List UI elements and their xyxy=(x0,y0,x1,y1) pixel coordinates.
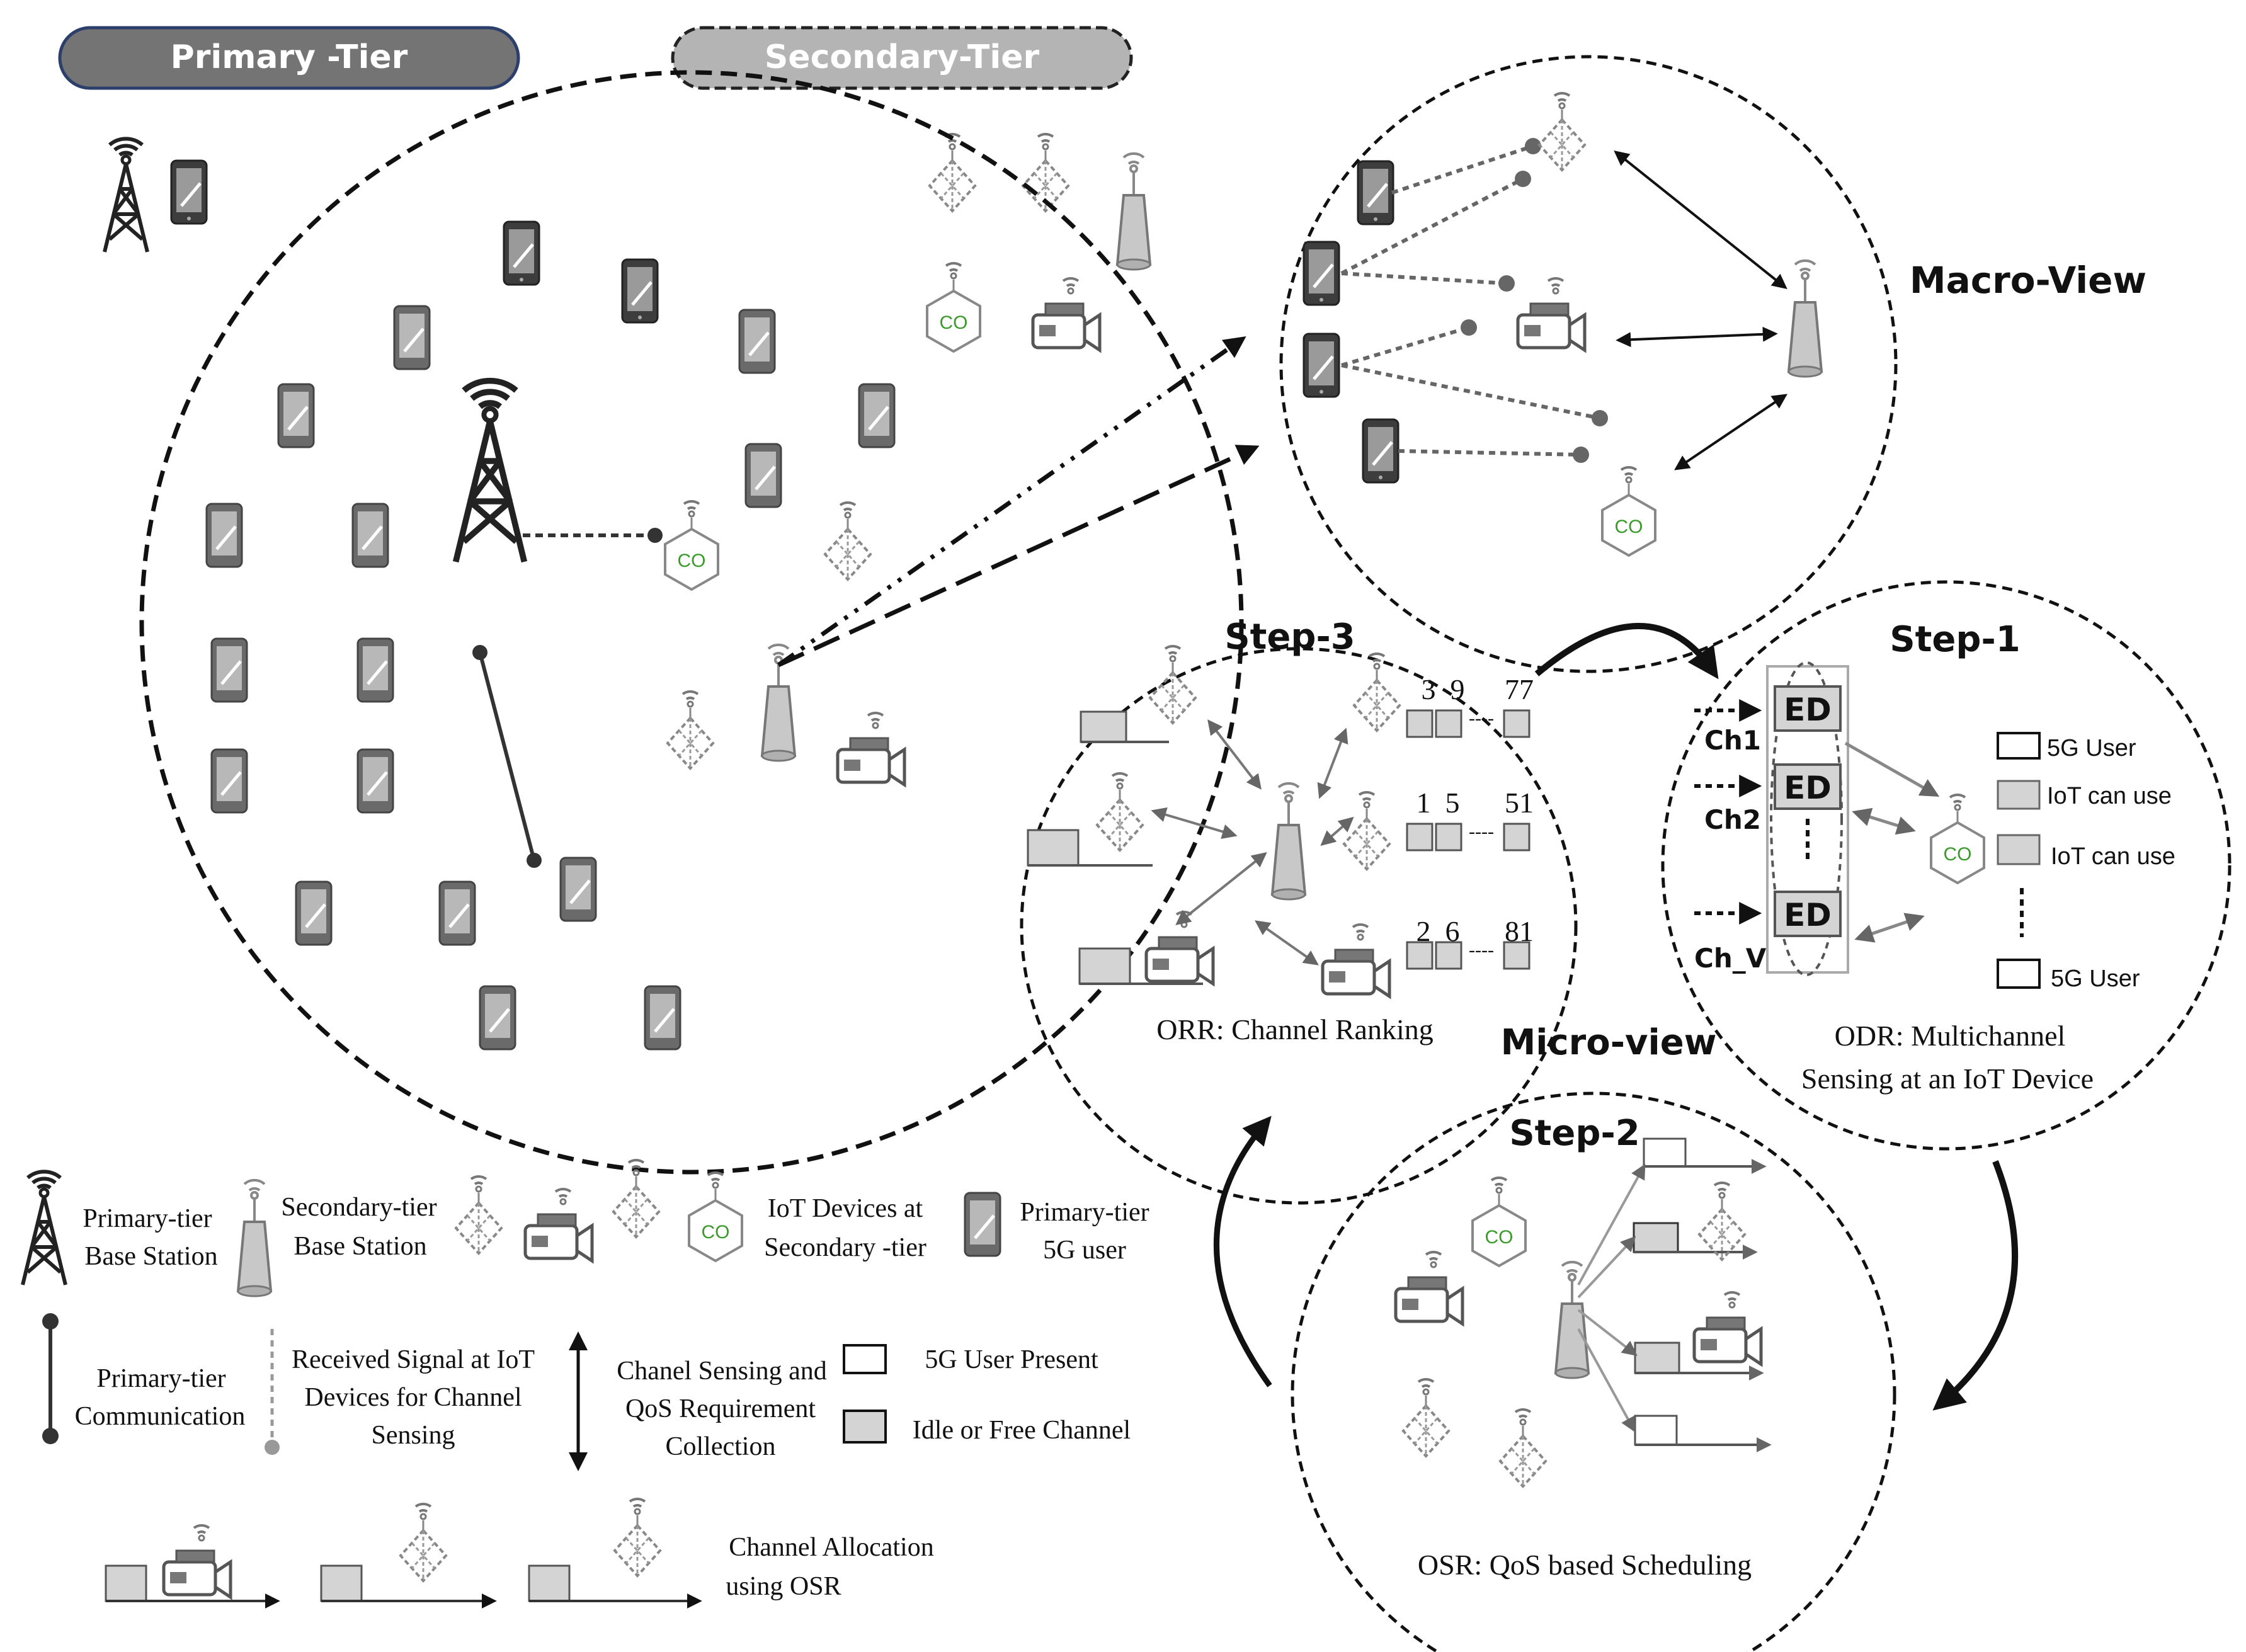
svg-text:77: 77 xyxy=(1505,673,1534,705)
co-label: CO xyxy=(678,550,706,571)
camera-iot-icon xyxy=(1518,278,1585,350)
step1-circle xyxy=(1661,580,2232,1151)
svg-text:QoS Requirement: QoS Requirement xyxy=(625,1394,816,1423)
svg-text:5G User: 5G User xyxy=(2051,966,2140,992)
diamond-iot-icon xyxy=(613,1160,659,1237)
macro-view-label: Macro-View xyxy=(1910,259,2146,302)
step2-title: Step-2 xyxy=(1509,1113,1639,1154)
svg-text:Secondary -tier: Secondary -tier xyxy=(764,1233,926,1262)
svg-text:----: ---- xyxy=(1469,940,1494,960)
hexagon-iot-icon xyxy=(927,263,980,351)
svg-text:5: 5 xyxy=(1445,787,1460,819)
svg-text:9: 9 xyxy=(1451,673,1465,705)
svg-text:3: 3 xyxy=(1422,673,1436,705)
diamond-iot-icon xyxy=(456,1176,501,1253)
step1-caption-2: Sensing at an IoT Device xyxy=(1801,1062,2094,1095)
svg-text:----: ---- xyxy=(1469,708,1494,729)
step1-legend: 5G User IoT can use IoT can use 5G User xyxy=(1997,732,2175,992)
svg-text:IoT can use: IoT can use xyxy=(2047,783,2172,809)
svg-text:81: 81 xyxy=(1505,915,1534,947)
svg-text:2: 2 xyxy=(1417,915,1431,947)
svg-text:Base Station: Base Station xyxy=(294,1232,426,1261)
tower-icon xyxy=(23,1171,66,1285)
primary-bs-tower xyxy=(456,381,525,562)
step3-title: Step-3 xyxy=(1224,617,1355,658)
svg-text:Primary-tier: Primary-tier xyxy=(83,1204,212,1233)
svg-text:Channel Allocation: Channel Allocation xyxy=(729,1533,933,1562)
hexagon-iot-icon xyxy=(1602,467,1655,555)
legend: Primary-tier Base Station Secondary-tier… xyxy=(23,1160,1149,1609)
camera-iot-icon xyxy=(525,1189,592,1261)
primary-cell xyxy=(139,70,1244,1175)
step2-caption: OSR: QoS based Scheduling xyxy=(1418,1549,1752,1581)
primary-users xyxy=(207,222,894,1049)
channel-label: Ch1 xyxy=(1704,725,1761,756)
co-label: CO xyxy=(1944,844,1972,865)
secondary-tier-label: Secondary-Tier xyxy=(765,38,1040,76)
secondary-tier-pill: Secondary-Tier xyxy=(671,26,1133,90)
svg-text:CO: CO xyxy=(702,1222,730,1243)
ed-column xyxy=(1766,665,1849,974)
step1-title: Step-1 xyxy=(1890,619,2020,660)
hexagon-iot-icon xyxy=(1931,795,1984,883)
svg-text:ED: ED xyxy=(1784,770,1832,806)
svg-text:1: 1 xyxy=(1417,787,1431,819)
svg-text:Idle or Free Channel: Idle or Free Channel xyxy=(913,1416,1131,1445)
svg-text:6: 6 xyxy=(1445,915,1460,947)
svg-text:IoT can use: IoT can use xyxy=(2051,843,2175,870)
svg-text:ED: ED xyxy=(1784,692,1832,728)
macro-view-circle xyxy=(1279,55,1898,673)
svg-text:IoT Devices at: IoT Devices at xyxy=(768,1194,923,1223)
svg-text:ED: ED xyxy=(1784,897,1832,933)
svg-text:Devices for Channel: Devices for Channel xyxy=(304,1383,522,1412)
phone-icon xyxy=(171,161,207,224)
svg-text:Communication: Communication xyxy=(75,1402,246,1431)
step3-circle xyxy=(1020,647,1578,1205)
svg-text:Received Signal at IoT: Received Signal at IoT xyxy=(292,1345,535,1374)
svg-text:Collection: Collection xyxy=(666,1432,776,1461)
svg-text:Secondary-tier: Secondary-tier xyxy=(281,1193,436,1222)
svg-text:----: ---- xyxy=(1469,821,1494,842)
svg-text:5G user: 5G user xyxy=(1043,1236,1126,1265)
secondary-bs-icon xyxy=(1787,259,1823,378)
diamond-iot-icon xyxy=(668,692,713,768)
channel-label: Ch2 xyxy=(1704,804,1761,835)
step2-devices: CO xyxy=(1396,1137,1772,1486)
phone-icon xyxy=(965,1193,1000,1256)
hexagon-iot-icon xyxy=(689,1173,742,1261)
svg-text:Base Station: Base Station xyxy=(84,1242,217,1271)
channel-label: Ch_V xyxy=(1694,943,1767,974)
svg-text:Primary-tier: Primary-tier xyxy=(1020,1198,1149,1227)
step2-circle xyxy=(1291,1091,1896,1652)
step1-caption-1: ODR: Multichannel xyxy=(1835,1020,2066,1052)
tower-icon xyxy=(105,139,147,252)
svg-text:5G User Present: 5G User Present xyxy=(925,1345,1098,1374)
svg-text:CO: CO xyxy=(1485,1227,1513,1248)
primary-tier-pill: Primary -Tier xyxy=(58,26,520,90)
macro-users xyxy=(1304,161,1398,482)
svg-text:51: 51 xyxy=(1505,787,1534,819)
svg-text:using OSR: using OSR xyxy=(726,1572,841,1601)
svg-text:Primary-tier: Primary-tier xyxy=(96,1364,225,1393)
primary-tier-label: Primary -Tier xyxy=(171,38,408,76)
co-label: CO xyxy=(1615,516,1643,537)
camera-iot-icon xyxy=(1033,278,1100,350)
step3-caption: ORR: Channel Ranking xyxy=(1156,1013,1434,1045)
svg-text:Sensing: Sensing xyxy=(371,1421,455,1450)
energy-detectors: ED ED ED xyxy=(1774,685,1842,937)
diamond-iot-icon xyxy=(825,503,870,579)
svg-text:Chanel Sensing and: Chanel Sensing and xyxy=(617,1357,827,1386)
svg-text:5G User: 5G User xyxy=(2047,735,2136,761)
diamond-iot-icon xyxy=(1539,93,1585,170)
secondary-bs-icon xyxy=(1116,152,1151,271)
step3-channel-rows: 3 9 ---- 77 1 5 ---- 51 2 6 ---- 81 xyxy=(1406,673,1534,970)
step3-devices xyxy=(1027,646,1399,996)
secondary-bs-icon xyxy=(237,1178,272,1297)
micro-view-label: Micro-view xyxy=(1501,1022,1717,1063)
hexagon-iot-icon xyxy=(665,501,718,590)
co-label: CO xyxy=(940,312,968,333)
camera-iot-icon xyxy=(838,713,904,785)
